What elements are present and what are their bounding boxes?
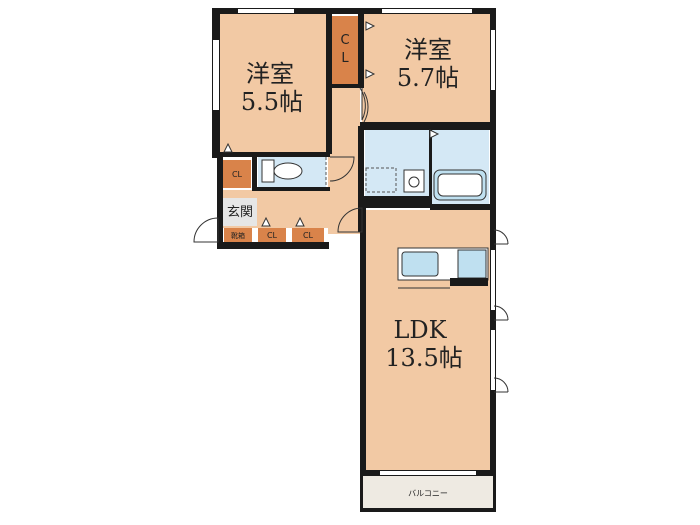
shoe-box	[224, 228, 252, 242]
closet-hall-2	[292, 228, 324, 242]
closet-vertical	[332, 16, 358, 84]
balcony-label: バルコニー	[408, 489, 448, 498]
room2-name: 洋室	[404, 36, 452, 64]
closet-hall-2-label: CL	[303, 231, 314, 240]
door-room2[interactable]	[359, 87, 366, 121]
room1-size: 5.5帖	[241, 88, 303, 116]
shoe-box-label: 靴箱	[231, 231, 245, 240]
closet-toilet-label: CL	[232, 170, 243, 179]
door-entrance[interactable]	[193, 217, 219, 243]
kitchen-sink	[401, 251, 439, 277]
closet-label-top: C	[340, 33, 349, 48]
door-balcony-1[interactable]	[493, 229, 509, 245]
sink	[403, 169, 425, 193]
door-toilet[interactable]	[329, 156, 355, 182]
closet-hall-1-label: CL	[267, 231, 278, 240]
genkan	[223, 198, 257, 226]
washer-space	[365, 167, 397, 193]
genkan-label: 玄関	[227, 205, 253, 220]
toilet-fixture	[261, 159, 275, 183]
western-room-2	[362, 13, 492, 123]
door-balcony-2[interactable]	[493, 305, 509, 321]
door-balcony-3[interactable]	[493, 377, 509, 393]
balcony	[362, 476, 494, 512]
closet-hall-1	[258, 228, 286, 242]
room1-name: 洋室	[246, 60, 294, 88]
ldk-size: 13.5帖	[385, 344, 462, 372]
door-ldk[interactable]	[337, 207, 363, 233]
closet-toilet	[223, 160, 251, 188]
closet-label-bottom: L	[341, 51, 349, 66]
ldk-name: LDK	[393, 316, 447, 344]
room2-size: 5.7帖	[397, 64, 459, 92]
western-room-1	[220, 13, 330, 153]
